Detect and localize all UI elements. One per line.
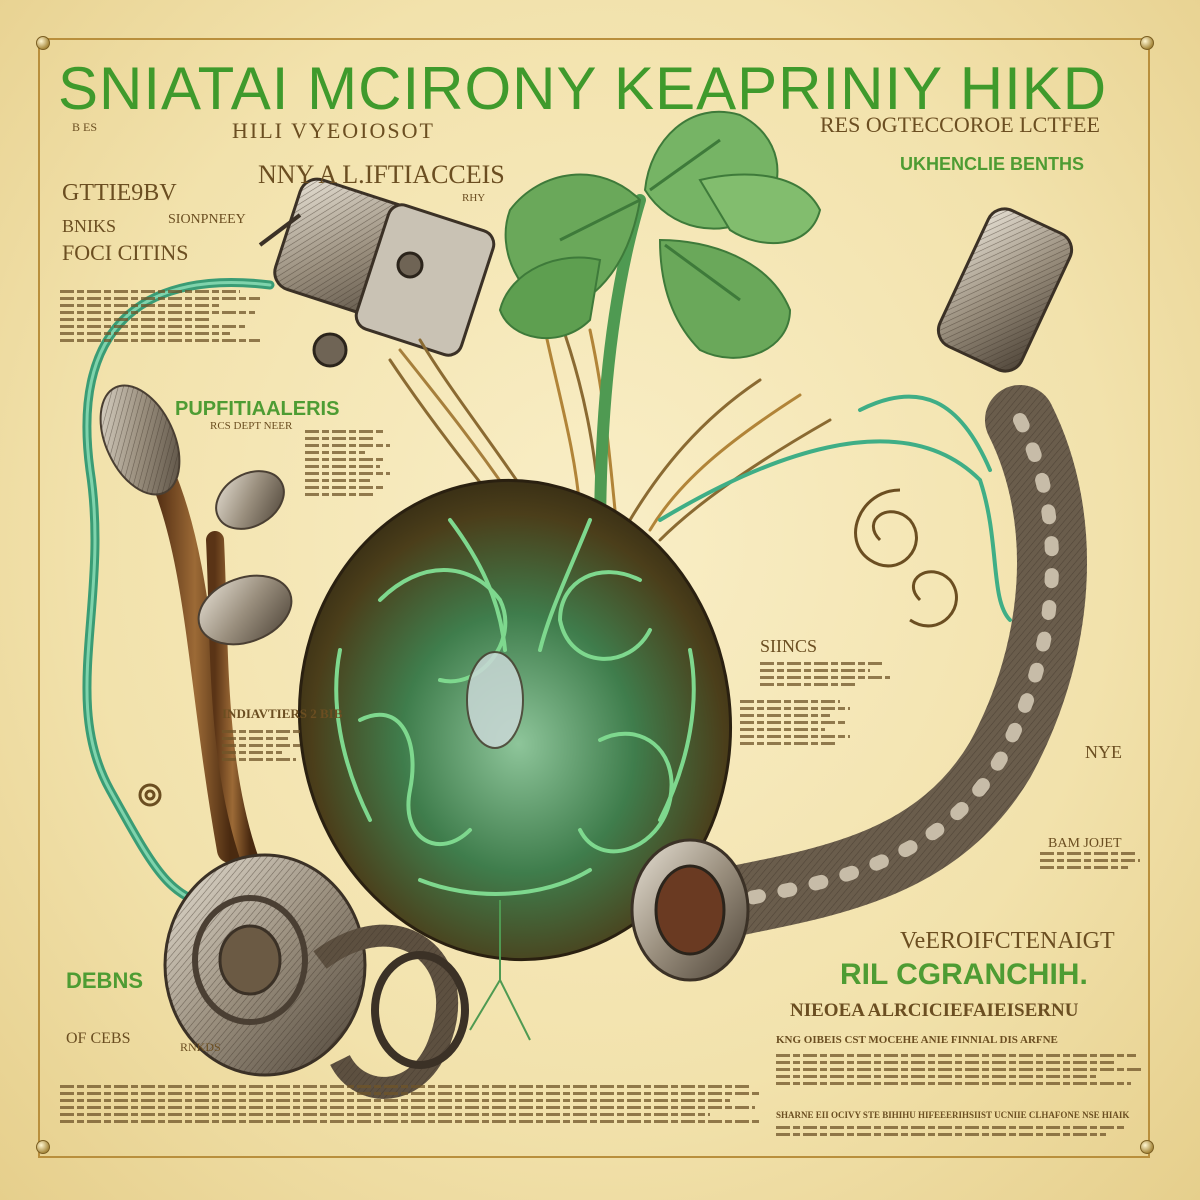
rivet-icon (36, 36, 50, 50)
left-label: RNKDS (180, 1040, 221, 1054)
center-label: NNY A L.IFTIACCEIS (258, 160, 505, 189)
right-label: UKHENCLIE BENTHS (900, 154, 1085, 174)
pipe-machinery-icon (630, 207, 1087, 982)
fine-print-block (760, 662, 890, 690)
heart-organ-icon (297, 478, 733, 1041)
left-label: DEBNS (66, 968, 144, 993)
rivet-icon (1140, 36, 1154, 50)
left-label: B ES (72, 120, 98, 134)
pipe-machinery-icon (99, 384, 293, 869)
right-label: SHARNE EII OCIVY STE BIHIHU HIFEEERIHSII… (776, 1110, 1130, 1120)
rivet-icon (1140, 1140, 1154, 1154)
plant-leaves-icon (498, 110, 822, 546)
fine-print-block (776, 1126, 1141, 1140)
fine-print-block (60, 290, 260, 346)
left-label: OF CEBS (66, 1030, 131, 1047)
right-label: RES OGTECCOROE LCTFEE (820, 112, 1100, 137)
right-label: KNG OIBEIS CST MOCEHE ANIE FINNIAL DIS A… (776, 1034, 1058, 1046)
fine-print-block (776, 1054, 1141, 1089)
fine-print-block (60, 1085, 760, 1127)
left-label: RCS DEPT NEER (210, 420, 293, 432)
fine-print-block (740, 700, 850, 749)
spiral-ornament-icon (138, 488, 958, 807)
right-label: SIINCS (760, 636, 818, 656)
rivet-icon (36, 1140, 50, 1154)
wire-bundle (388, 318, 1012, 622)
camera-machine-icon (258, 177, 496, 368)
left-label: SIONPNEEY (168, 212, 246, 227)
right-label: RIL CGRANCHIH. (840, 958, 1088, 991)
fine-print-block (1040, 852, 1140, 873)
right-label: NIEOEA ALRCICIEFAIEISERNU (790, 1000, 1079, 1021)
fine-print-block (222, 730, 302, 765)
left-label: PUPFITIAALERIS (175, 398, 340, 420)
center-label: RHY (462, 192, 486, 204)
left-label: FOCI CITINS (62, 240, 189, 265)
left-label: GTTIE9BV (62, 180, 177, 206)
fine-print-block (305, 430, 390, 500)
poster-title: SNIATAI MCIRONY KEAPRINIY HIKD (58, 55, 1108, 122)
left-label: INDIAVTIERS 2 BIB (222, 706, 343, 721)
right-label: VeEROIFCTENAIGT (900, 928, 1115, 954)
right-label: BAM JOJET (1048, 836, 1122, 851)
right-label: NYE (1085, 742, 1122, 762)
left-label: BNIKS (62, 216, 117, 236)
left-label: HILI VYEOIOSOT (232, 118, 435, 143)
frame-border (38, 38, 1150, 1158)
